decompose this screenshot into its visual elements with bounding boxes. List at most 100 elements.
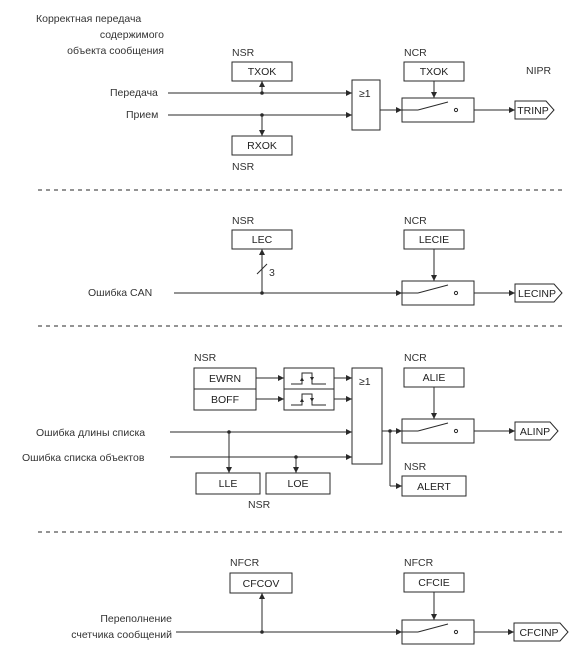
lle-label: LLE: [219, 478, 238, 490]
nsr-label: NSR: [232, 215, 255, 227]
nsr-label-bottom: NSR: [232, 161, 255, 173]
switch-input-arrow: [396, 290, 402, 296]
junction-dot: [260, 113, 264, 117]
section-transfer: Корректная передача содержимого объекта …: [36, 13, 555, 173]
or-gate-label: ≥1: [359, 88, 371, 100]
section-can-error: NSR LEC 3 Ошибка CAN NCR LECIE LECINP: [88, 215, 563, 306]
alie-label: ALIE: [423, 372, 446, 384]
boff-label: BOFF: [211, 394, 239, 406]
or-input-arrow: [346, 90, 352, 96]
switch-input-arrow: [396, 107, 402, 113]
alert-box: [401, 475, 467, 497]
bus-width-label: 3: [269, 267, 275, 279]
switch-contact: [453, 290, 459, 296]
input-transmit: Передача: [110, 87, 158, 99]
edge-pulse-icon: [291, 372, 326, 385]
lec-label: LEC: [252, 234, 273, 246]
nipr-label: NIPR: [526, 65, 552, 77]
txok-arrow: [259, 81, 265, 87]
switch-input-arrow: [396, 428, 402, 434]
or-gate: [351, 367, 383, 465]
alert-label: ALERT: [417, 481, 451, 493]
edge-pulse-icon: [291, 393, 326, 406]
switch-blade: [417, 284, 449, 294]
input-counter-overflow-2: счетчика сообщений: [71, 629, 172, 641]
trinp-output-tag: [514, 100, 555, 120]
lec-arrow: [259, 249, 265, 255]
loe-box: [265, 472, 331, 495]
section-alert: NSR EWRN BOFF ≥1 Ошибка длины списка Оши…: [22, 352, 559, 511]
or-gate-label: ≥1: [359, 376, 371, 388]
label-correct-transfer-1: Корректная передача: [36, 13, 141, 25]
arrow: [346, 375, 352, 381]
switch-blade: [417, 422, 449, 432]
label-correct-transfer-3: объекта сообщения: [67, 45, 164, 57]
alinp-output-tag: [514, 421, 559, 441]
rxok-arrow: [259, 130, 265, 136]
switch-contact: [453, 428, 459, 434]
label-correct-transfer-2: содержимого: [100, 29, 164, 41]
edge-detector-box: [283, 388, 335, 411]
switch-blade: [417, 623, 449, 633]
nsr-label-top: NSR: [232, 47, 255, 59]
junction-dot: [260, 91, 264, 95]
ncr-control-arrow: [431, 413, 437, 419]
edge-rise-icon: [300, 398, 304, 402]
rxok-label: RXOK: [247, 140, 277, 152]
bus-slash: [256, 263, 268, 275]
output-arrow: [508, 629, 514, 635]
output-arrow: [509, 428, 515, 434]
lecinp-label: LECINP: [518, 288, 556, 300]
arrow: [259, 593, 265, 599]
input-receive: Прием: [126, 109, 158, 121]
switch-blade: [417, 101, 449, 111]
input-can-error: Ошибка CAN: [88, 287, 152, 299]
input-object-list-error: Ошибка списка объектов: [22, 452, 145, 464]
ncr-control-arrow: [431, 275, 437, 281]
arrow: [226, 467, 232, 473]
cfcinp-label: CFCINP: [519, 627, 558, 639]
arrow: [346, 429, 352, 435]
ncr-label: NCR: [404, 47, 427, 59]
cfcie-label: CFCIE: [418, 577, 450, 589]
edge-rise-icon: [300, 377, 304, 381]
ncr-label: NCR: [404, 215, 427, 227]
section-frame-counter: NFCR CFCOV Переполнение счетчика сообщен…: [71, 557, 569, 645]
txok-label: TXOK: [248, 66, 277, 78]
arrow: [346, 396, 352, 402]
arrow: [278, 375, 284, 381]
edge-fall-icon: [310, 377, 314, 381]
lle-box: [195, 472, 261, 495]
switch-contact: [453, 629, 459, 635]
switch-input-arrow: [396, 629, 402, 635]
cfcinp-output-tag: [513, 622, 569, 642]
lecinp-output-tag: [514, 283, 563, 303]
arrow: [293, 467, 299, 473]
alinp-label: ALINP: [520, 426, 550, 438]
ncr-label: NCR: [404, 352, 427, 364]
loe-label: LOE: [287, 478, 308, 490]
ewrn-label: EWRN: [209, 373, 241, 385]
ncr-txok-label: TXOK: [420, 66, 449, 78]
output-arrow: [509, 107, 515, 113]
nsr-label-bottom: NSR: [248, 499, 271, 511]
nfcr-label: NFCR: [404, 557, 434, 569]
input-list-length-error: Ошибка длины списка: [36, 427, 145, 439]
ncr-control-arrow: [431, 92, 437, 98]
arrow: [346, 454, 352, 460]
input-counter-overflow-1: Переполнение: [100, 613, 172, 625]
nfcr-label-left: NFCR: [230, 557, 260, 569]
or-gate: [351, 79, 381, 131]
lecie-label: LECIE: [419, 234, 449, 246]
cfcov-label: CFCOV: [243, 578, 280, 590]
arrow: [278, 396, 284, 402]
ncr-control-arrow: [431, 614, 437, 620]
trinp-label: TRINP: [517, 105, 549, 117]
edge-detector-box: [283, 367, 335, 390]
nsr-alert-label: NSR: [404, 461, 427, 473]
nsr-label-top: NSR: [194, 352, 217, 364]
switch-contact: [453, 107, 459, 113]
or-input-arrow: [346, 112, 352, 118]
output-arrow: [509, 290, 515, 296]
